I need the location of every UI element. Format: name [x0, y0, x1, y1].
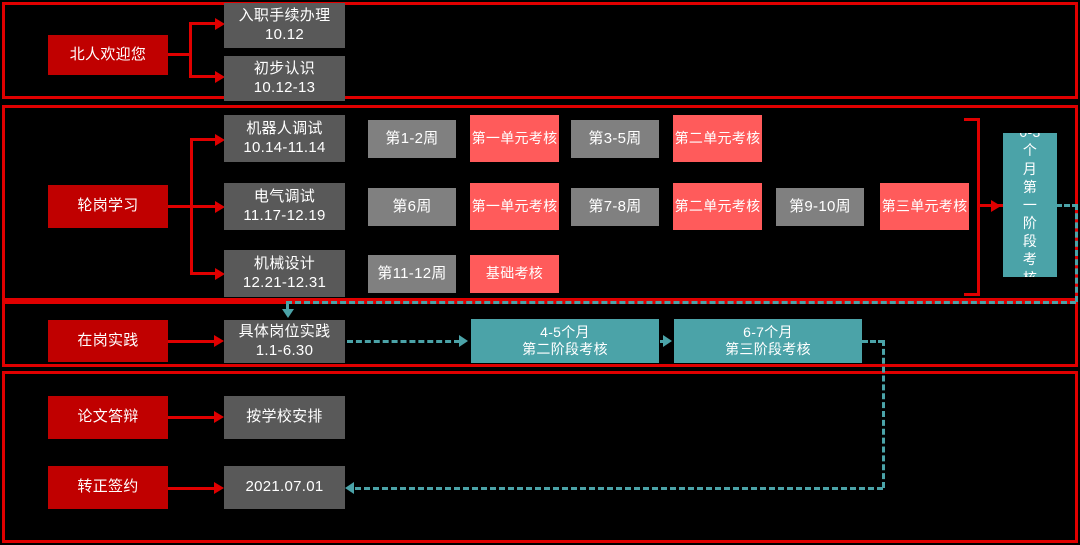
teal-flow-right-down [1075, 204, 1078, 302]
arrow-practice [214, 335, 224, 347]
stage-on-job-practice[interactable]: 在岗实践 [48, 320, 168, 362]
stage-thesis-defense[interactable]: 论文答辩 [48, 396, 168, 439]
connector-onboarding-branch-1 [189, 22, 217, 25]
task-onboarding-2[interactable]: 初步认识 10.12-13 [224, 56, 345, 101]
arrow-signing [214, 482, 224, 494]
teal-flow-bottom-back [355, 487, 883, 490]
stage-full-time-signing[interactable]: 转正签约 [48, 466, 168, 509]
task-onboarding-1[interactable]: 入职手续办理 10.12 [224, 3, 345, 48]
stage-rotation[interactable]: 轮岗学习 [48, 185, 168, 228]
brace-rotation-top [964, 118, 980, 121]
step-robot-week-2[interactable]: 第3-5周 [571, 120, 659, 158]
teal-flow-down-to-bottom [882, 340, 885, 488]
task-rotation-mechanical[interactable]: 机械设计 12.21-12.31 [224, 250, 345, 297]
step-electrical-exam-2[interactable]: 第二单元考核 [673, 183, 762, 230]
arrow-teal-into-practice [282, 309, 294, 318]
section-frame-onboarding [2, 2, 1078, 99]
step-robot-week-1[interactable]: 第1-2周 [368, 120, 456, 158]
connector-onboarding-spine [189, 22, 192, 78]
phase-stage-two[interactable]: 4-5个月 第二阶段考核 [471, 319, 659, 363]
step-electrical-week-3[interactable]: 第9-10周 [776, 188, 864, 226]
task-rotation-robot[interactable]: 机器人调试 10.14-11.14 [224, 115, 345, 162]
teal-flow-top-back [286, 301, 1076, 304]
arrow-thesis [214, 411, 224, 423]
task-thesis-schedule[interactable]: 按学校安排 [224, 396, 345, 439]
brace-rotation-bottom [964, 293, 980, 296]
arrow-rotation-2 [215, 201, 225, 213]
stage-onboarding[interactable]: 北人欢迎您 [48, 35, 168, 75]
teal-flow-phase3-right [862, 340, 884, 343]
brace-rotation-vertical [977, 118, 980, 296]
step-mechanical-week-1[interactable]: 第11-12周 [368, 255, 456, 293]
connector-onboarding-trunk [168, 53, 192, 56]
arrow-rotation-phase-gate [991, 200, 1001, 212]
step-electrical-week-2[interactable]: 第7-8周 [571, 188, 659, 226]
task-on-job-practice[interactable]: 具体岗位实践 1.1-6.30 [224, 320, 345, 363]
connector-onboarding-branch-2 [189, 75, 217, 78]
arrow-onboarding-2 [215, 71, 225, 83]
phase-stage-three[interactable]: 6-7个月 第三阶段考核 [674, 319, 862, 363]
step-mechanical-exam-1[interactable]: 基础考核 [470, 255, 559, 293]
connector-thesis [168, 416, 216, 419]
task-signing-date[interactable]: 2021.07.01 [224, 466, 345, 509]
step-electrical-week-1[interactable]: 第6周 [368, 188, 456, 226]
connector-rotation-branch-1 [190, 138, 217, 141]
step-robot-exam-2[interactable]: 第二单元考核 [673, 115, 762, 162]
arrow-teal-phase2 [459, 335, 468, 347]
connector-rotation-branch-2 [190, 205, 217, 208]
teal-flow-practice-to-phase2 [347, 340, 460, 343]
connector-rotation-trunk [168, 205, 193, 208]
section-frame-rotation [2, 105, 1078, 301]
task-rotation-electrical[interactable]: 电气调试 11.17-12.19 [224, 183, 345, 230]
arrow-teal-phase3 [663, 335, 672, 347]
step-robot-exam-1[interactable]: 第一单元考核 [470, 115, 559, 162]
section-frame-graduation [2, 371, 1078, 543]
arrow-rotation-3 [215, 268, 225, 280]
step-electrical-exam-1[interactable]: 第一单元考核 [470, 183, 559, 230]
step-electrical-exam-3[interactable]: 第三单元考核 [880, 183, 969, 230]
teal-flow-gate-right [1056, 204, 1078, 207]
connector-rotation-branch-3 [190, 272, 217, 275]
teal-flow-into-practice [286, 301, 289, 310]
arrow-rotation-1 [215, 134, 225, 146]
arrow-onboarding-1 [215, 18, 225, 30]
arrow-teal-into-signing [345, 482, 354, 494]
connector-signing [168, 487, 216, 490]
phase-gate-stage-one[interactable]: 0-3个月第一阶段考核 [1003, 133, 1057, 277]
connector-practice-arrow-line [168, 340, 216, 343]
